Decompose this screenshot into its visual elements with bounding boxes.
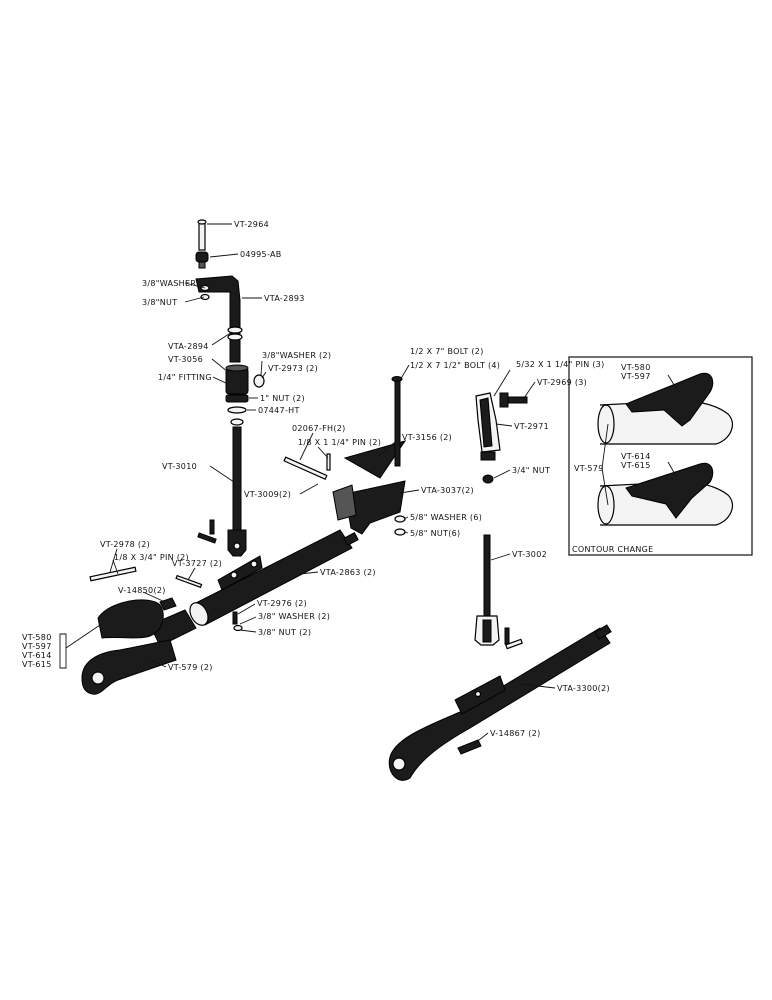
label-nut-c: 3/8" NUT (2) (258, 628, 311, 637)
leader-lines (59, 223, 677, 745)
label-pin-b: 5/32 X 1 1/4" PIN (3) (516, 360, 605, 369)
label-vt-2969: VT-2969 (3) (537, 378, 587, 387)
long-bolt (394, 379, 401, 467)
label-vt-2971: VT-2971 (514, 422, 549, 431)
inset-label-vt-579: VT-579 (574, 464, 604, 473)
label-vt-3727: VT-3727 (2) (172, 559, 222, 568)
cap-04995-ab (195, 251, 209, 269)
label-group-left-0: VT-580 (22, 633, 52, 642)
label-vta-2894: VTA-2894 (168, 342, 209, 351)
label-washer-c: 3/8" WASHER (2) (258, 612, 330, 621)
pin-near-3002-b (505, 638, 523, 650)
link-end-vt-579-left (81, 639, 177, 695)
plate-vt-3156 (343, 440, 407, 479)
inset-label-top-1: VT-597 (621, 372, 651, 381)
label-bolt-1: 1/2 X 7" BOLT (2) (410, 347, 484, 356)
label-fitting: 1/4" FITTING (158, 373, 212, 382)
contour-change-inset (568, 356, 753, 556)
label-group-left-2: VT-614 (22, 651, 52, 660)
pin-vt-3009 (326, 453, 331, 471)
callout-labels: VT-2964 04995-AB 3/8"WASHER 3/8"NUT VTA-… (22, 220, 654, 738)
label-vt-2973: VT-2973 (2) (268, 364, 318, 373)
label-v-14850: V-14850(2) (118, 586, 166, 595)
pin-02067-fh (283, 456, 328, 480)
label-vt-3009: VT-3009(2) (244, 490, 291, 499)
pin-vt-3727 (175, 574, 203, 589)
bolt-vt-2976 (232, 611, 243, 632)
bolt-vt-2969 (499, 392, 528, 408)
label-washer-2: 3/8"WASHER (2) (262, 351, 331, 360)
pin-vt-2964 (197, 219, 207, 251)
link-v-14850 (159, 597, 177, 611)
nut-3-4 (482, 474, 494, 484)
washers-nuts-6 (394, 515, 406, 536)
label-pin-c: 1/8 X 3/4" PIN (2) (114, 553, 189, 562)
label-group-left-3: VT-615 (22, 660, 52, 669)
rod-vt-3010 (227, 426, 247, 557)
inset-label-bottom-1: VT-615 (621, 461, 651, 470)
pin-near-3002 (504, 627, 510, 645)
sleeve-bar (149, 609, 197, 647)
label-nut-1: 1" NUT (2) (260, 394, 305, 403)
bushing-vt-3056 (225, 364, 249, 395)
lever-vta-2893 (195, 275, 243, 363)
label-nut-a: 3/8"NUT (142, 298, 177, 307)
inset-label-top-0: VT-580 (621, 363, 651, 372)
bracket-vta-3037 (332, 480, 406, 535)
clevis-vt-2971 (475, 392, 501, 461)
label-group-left-1: VT-597 (22, 642, 52, 651)
label-vt-3056: VT-3056 (168, 355, 203, 364)
label-bolt-2: 1/2 X 7 1/2" BOLT (4) (410, 361, 500, 370)
label-washer-a: 3/8"WASHER (142, 279, 196, 288)
inset-caption: CONTOUR CHANGE (572, 545, 654, 554)
label-vt-3156: VT-3156 (2) (402, 433, 452, 442)
label-vt-579-2: VT-579 (2) (168, 663, 213, 672)
cross-shaft-vta-2863 (189, 529, 359, 626)
label-vt-3010: VT-3010 (162, 462, 197, 471)
label-vta-2893: VTA-2893 (264, 294, 305, 303)
bolt-near-rod (197, 519, 217, 544)
label-washer-6: 5/8" WASHER (6) (410, 513, 482, 522)
lower-link-vta-3300 (388, 624, 612, 781)
nut-stack (225, 394, 249, 426)
pin-v-14867 (457, 739, 482, 755)
label-vt-2978: VT-2978 (2) (100, 540, 150, 549)
label-vt-3002: VT-3002 (512, 550, 547, 559)
label-04995-ab: 04995-AB (240, 250, 282, 259)
rod-vt-3002 (474, 534, 500, 646)
label-v-14867: V-14867 (2) (490, 729, 541, 738)
label-vta-2863: VTA-2863 (2) (320, 568, 376, 577)
label-07447-ht: 07447-HT (258, 406, 300, 415)
washer-vt-2973 (253, 374, 265, 388)
jaw-vt-580 (97, 599, 164, 639)
label-vta-3037: VTA-3037(2) (421, 486, 474, 495)
pin-vt-2978 (89, 566, 137, 582)
inset-label-bottom-0: VT-614 (621, 452, 651, 461)
label-nut-6: 5/8" NUT(6) (410, 529, 460, 538)
label-vt-2964: VT-2964 (234, 220, 269, 229)
label-vta-3300: VTA-3300(2) (557, 684, 610, 693)
label-nut-b: 3/4" NUT (512, 466, 550, 475)
label-02067-fh: 02067-FH(2) (292, 424, 346, 433)
label-pin-a: 1/8 X 1 1/4" PIN (2) (298, 438, 381, 447)
long-bolt-head (391, 376, 403, 382)
label-vt-2976: VT-2976 (2) (257, 599, 307, 608)
